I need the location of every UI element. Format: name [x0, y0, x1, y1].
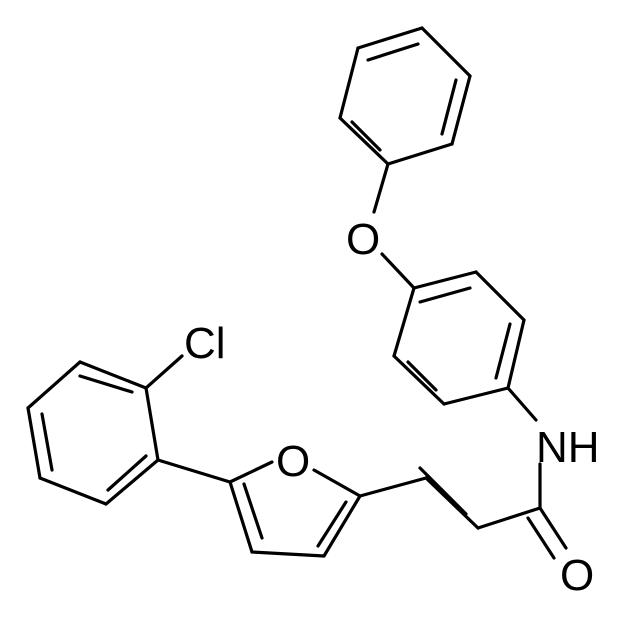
furan-oxygen-label: O — [276, 437, 310, 486]
ether-oxygen-label: O — [346, 215, 380, 264]
carbonyl-oxygen-label: O — [560, 551, 594, 600]
furan-ring — [228, 460, 362, 558]
chlorophenyl-ring — [26, 360, 160, 506]
aniline-phenyl-ring — [392, 270, 526, 406]
biaryl-bond — [156, 458, 232, 484]
chlorine-label: Cl — [184, 319, 226, 368]
ether-linkage — [372, 162, 416, 290]
aryl-n-bond — [506, 386, 538, 422]
amide-nitrogen-label: NH — [536, 423, 600, 472]
c-cl-bond — [144, 354, 184, 390]
phenoxy-phenyl-ring — [338, 26, 472, 166]
acrylamide-chain — [358, 462, 568, 560]
